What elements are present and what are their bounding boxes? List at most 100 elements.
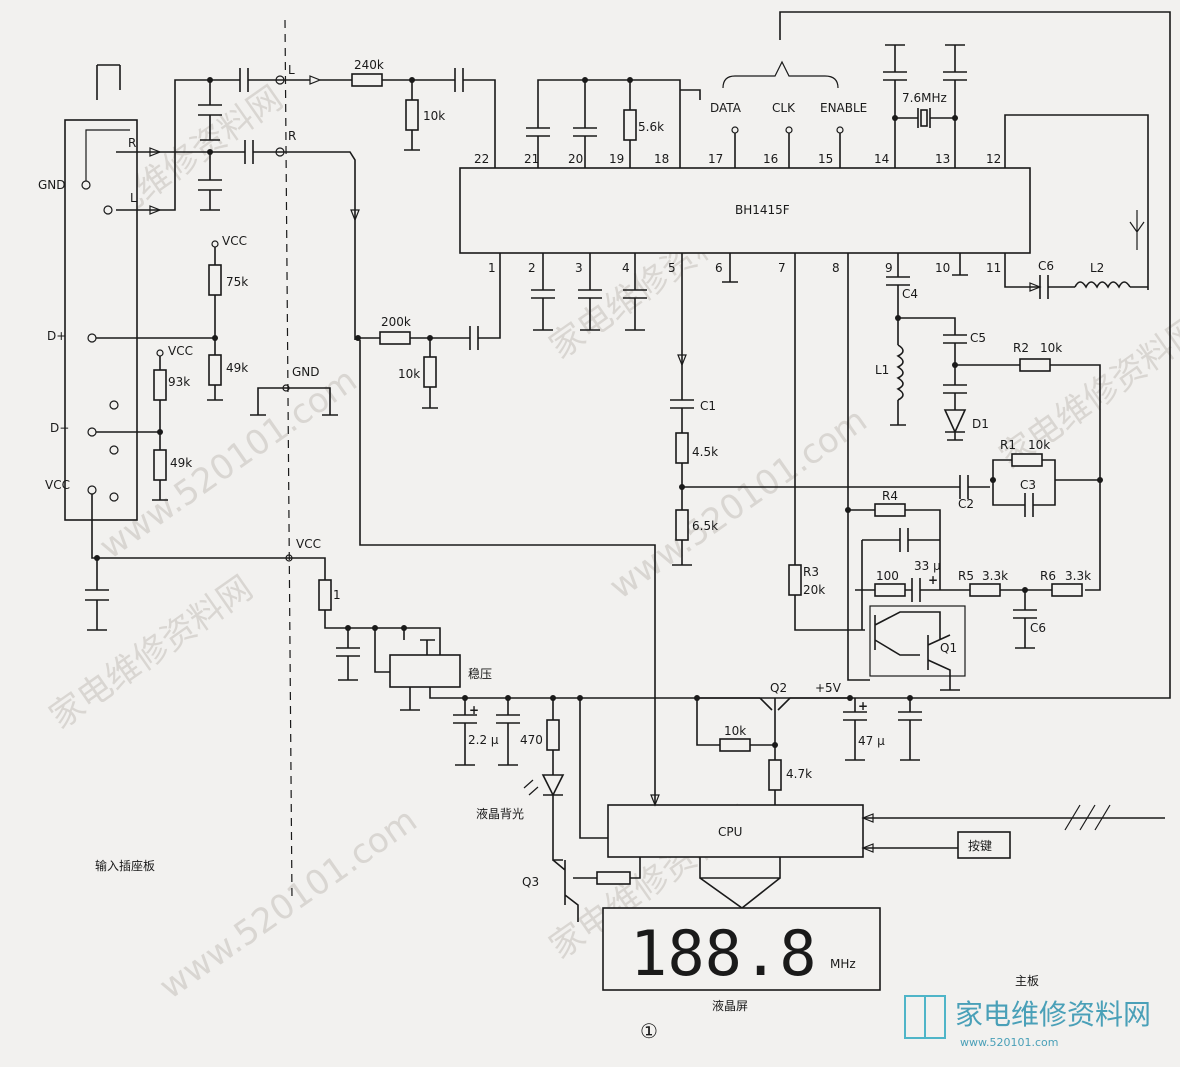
pin-2: 2 [528, 261, 536, 275]
ic-label: BH1415F [735, 203, 790, 217]
r5v-label: 3.3k [982, 569, 1008, 583]
q1-label: Q1 [940, 641, 957, 655]
r6-label: R6 [1040, 569, 1056, 583]
r200k-label: 200k [381, 315, 411, 329]
lcd-block: 188.8 MHz 液晶屏 ① 主板 [602, 907, 1039, 1043]
pin-15: 15 [818, 152, 833, 166]
pin-1: 1 [488, 261, 496, 275]
input-board-label: 输入插座板 [95, 858, 155, 873]
r6v-label: 3.3k [1065, 569, 1091, 583]
clk-label: CLK [772, 101, 796, 115]
pin-dplus-label: D+ [47, 329, 66, 343]
regulator [389, 654, 461, 688]
svg-text:+: + [858, 699, 868, 713]
r65k-label: 6.5k [692, 519, 718, 533]
r10k-c-label: 10k [724, 724, 746, 738]
keys-button [957, 831, 1011, 859]
pin-21: 21 [524, 152, 539, 166]
c3-label: C3 [1020, 478, 1036, 492]
watermark-logo: 家电维修资料网 www.520101.com [904, 995, 1151, 1049]
keys-label: 按键 [968, 839, 992, 853]
vcc-label-3: VCC [296, 537, 321, 551]
svg-text:+: + [928, 573, 938, 587]
input-resistors: VCC 75k 49k VCC 93k 49k GND [96, 234, 338, 501]
c22-label: 2.2 μ [468, 733, 499, 747]
c5-label: C5 [970, 331, 986, 345]
r3v-label: 20k [803, 583, 825, 597]
pin-8: 8 [832, 261, 840, 275]
input-board: GND D+ D− VCC R L 输入插座板 [38, 64, 240, 873]
cpu-block: CPU 按键 Q3 [359, 340, 1165, 922]
r1ohm-label: 1 [333, 588, 341, 602]
data-label: DATA [710, 101, 742, 115]
regulator-label: 稳压 [468, 666, 492, 681]
d1-label: D1 [972, 417, 989, 431]
c1-label: C1 [700, 399, 716, 413]
pin-16: 16 [763, 152, 778, 166]
ic-bh1415f: BH1415F 22 21 20 19 18 17 16 15 14 13 12… [320, 44, 1149, 691]
pin-17: 17 [708, 152, 723, 166]
logo-text: 家电维修资料网 [955, 998, 1151, 1031]
gnd-label-mid: GND [292, 365, 320, 379]
figure-number: ① [640, 1019, 658, 1043]
r100-label: 100 [876, 569, 899, 583]
r49k-a-label: 49k [226, 361, 248, 375]
r2v-label: 10k [1040, 341, 1062, 355]
c47-label: 47 μ [858, 734, 885, 748]
pin-4: 4 [622, 261, 630, 275]
r56k-label: 5.6k [638, 120, 664, 134]
pin-11: 11 [986, 261, 1001, 275]
input-l-label: L [130, 191, 137, 205]
pin-vcc-label: VCC [45, 478, 70, 492]
cpu-label: CPU [718, 825, 742, 839]
r4-label: R4 [882, 489, 898, 503]
input-connector [64, 119, 138, 521]
line-r-label: R [288, 129, 296, 143]
lcd-unit: MHz [830, 957, 856, 971]
r10k-a-label: 10k [423, 109, 445, 123]
board-separator [284, 19, 293, 901]
r93k-label: 93k [168, 375, 190, 389]
backlight-label: 液晶背光 [476, 806, 524, 821]
pin-5: 5 [668, 261, 676, 275]
enable-label: ENABLE [820, 101, 867, 115]
main-board-label: 主板 [1015, 974, 1039, 988]
line-l-label: L [288, 63, 295, 77]
r10k-b-label: 10k [398, 367, 420, 381]
crystal-label: 7.6MHz [902, 91, 947, 105]
watermark-site: www.520101.com [152, 800, 424, 1007]
r470-label: 470 [520, 733, 543, 747]
r47k-label: 4.7k [786, 767, 812, 781]
pin-20: 20 [568, 152, 583, 166]
pin-dminus-label: D− [50, 421, 69, 435]
c6a-label: C6 [1038, 259, 1054, 273]
r49k-b-label: 49k [170, 456, 192, 470]
pin-13: 13 [935, 152, 950, 166]
c2-label: C2 [958, 497, 974, 511]
pin-18: 18 [654, 152, 669, 166]
vcc-label-1: VCC [222, 234, 247, 248]
pin-3: 3 [575, 261, 583, 275]
vcc-label-2: VCC [168, 344, 193, 358]
plus5v-label: +5V [815, 681, 842, 695]
watermark-site: www.520101.com [602, 400, 874, 607]
lcd-label: 液晶屏 [712, 998, 748, 1013]
vcc-rail: VCC 1 稳压 [85, 11, 1171, 711]
c4-label: C4 [902, 287, 918, 301]
l2-label: L2 [1090, 261, 1104, 275]
pin-6: 6 [715, 261, 723, 275]
pin-9: 9 [885, 261, 893, 275]
lcd-digits: 188.8 [630, 917, 817, 990]
c33-label: 33 μ [914, 559, 941, 573]
power-section: + 2.2 μ 470 液晶背光 10k Q2 4.7k +5V + 47 μ [453, 681, 922, 861]
r2-label: R2 [1013, 341, 1029, 355]
logo-url: www.520101.com [960, 1036, 1058, 1049]
ic-body [459, 167, 1031, 254]
pin-12: 12 [986, 152, 1001, 166]
pin-22: 22 [474, 152, 489, 166]
r5-label: R5 [958, 569, 974, 583]
svg-text:+: + [469, 703, 479, 717]
pin-gnd-label: GND [38, 178, 66, 192]
cpu [607, 804, 864, 858]
